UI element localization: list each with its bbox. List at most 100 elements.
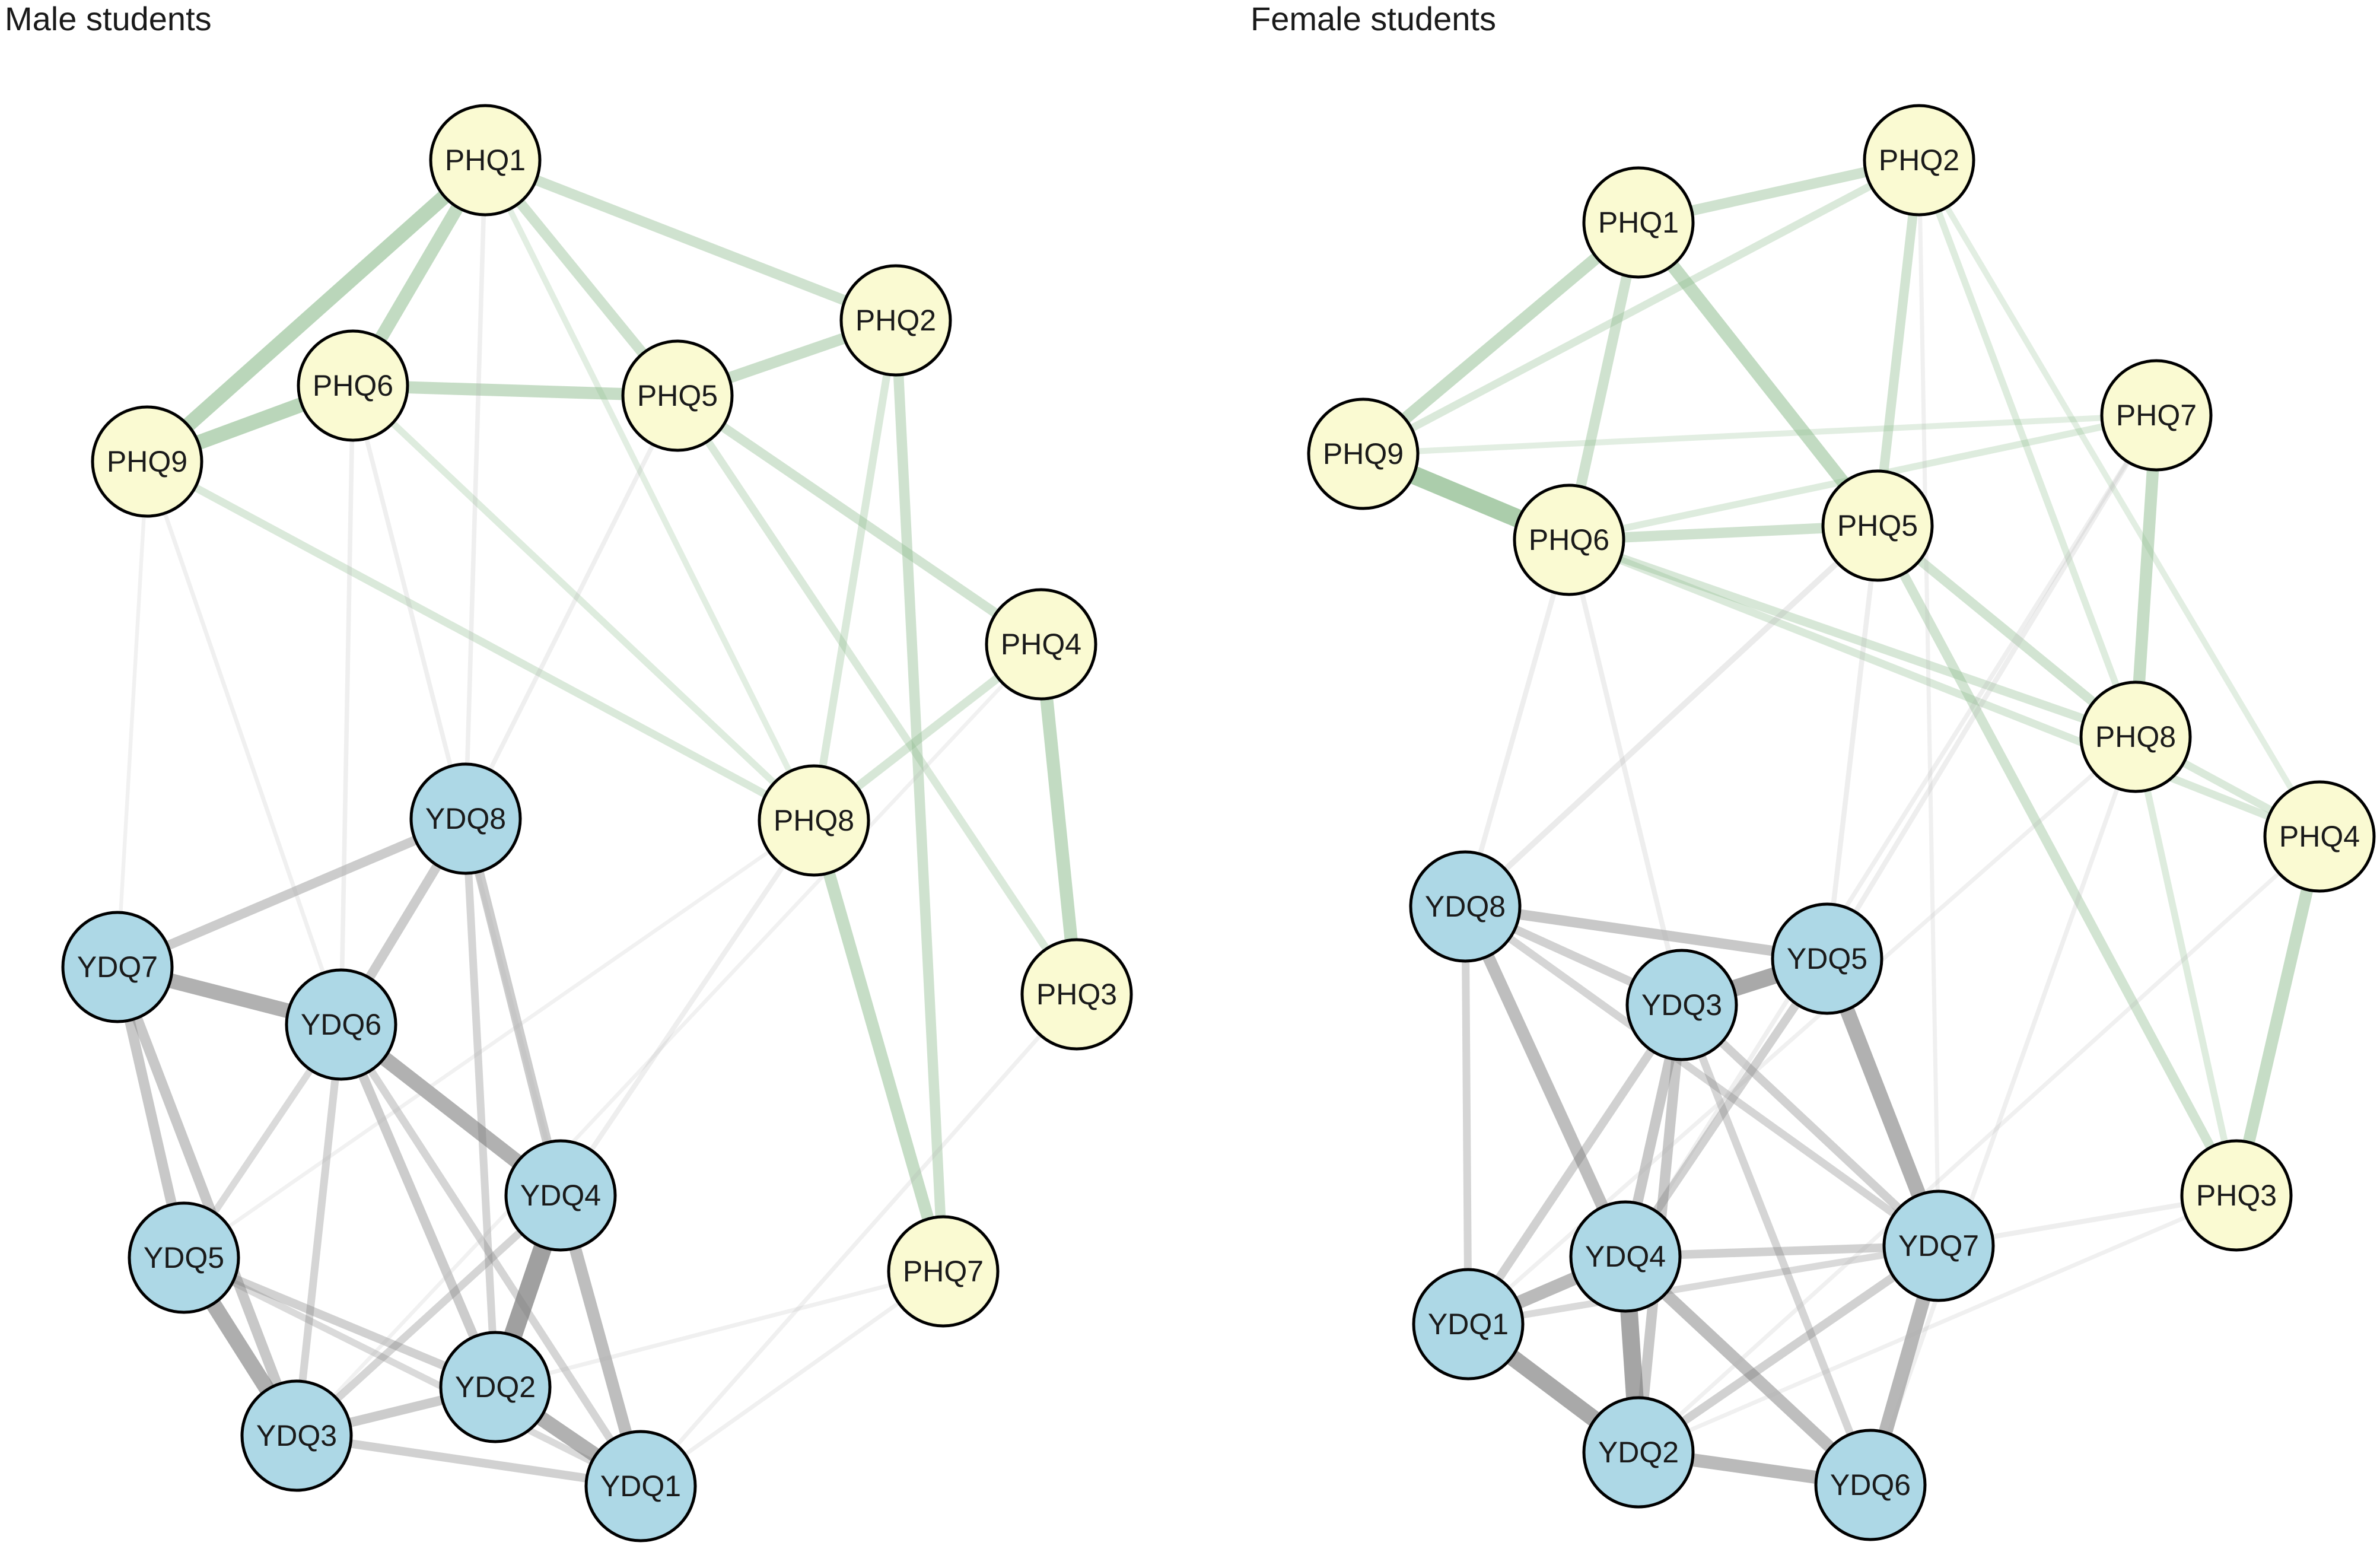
edge-male-ydq3-phq4	[295, 642, 1043, 1437]
edge-male-ydq5-ydq2	[182, 1254, 497, 1391]
edge-female-ydq8-ydq7	[1463, 903, 1941, 1249]
edge-female-phq5-phq3	[1873, 523, 2241, 1198]
node-label: YDQ5	[144, 1241, 224, 1274]
edge-female-ydq8-phq5	[1463, 523, 1880, 909]
node-label: PHQ3	[1036, 978, 1117, 1011]
edge-male-phq5-phq3	[674, 393, 1080, 997]
node-male-phq3: PHQ3	[1020, 938, 1133, 1051]
edge-female-phq7-phq9	[1363, 412, 2157, 457]
node-label: PHQ4	[2279, 820, 2360, 853]
node-male-phq1: PHQ1	[429, 104, 542, 217]
node-label: YDQ7	[77, 950, 158, 984]
node-female-ydq7: YDQ7	[1882, 1189, 1995, 1302]
edge-male-ydq4-ydq3	[294, 1192, 564, 1439]
node-circle	[240, 1379, 353, 1492]
edge-female-phq1-phq5	[1633, 218, 1883, 530]
edge-female-ydq2-phq4	[1637, 835, 2321, 1454]
node-circle	[1582, 166, 1695, 279]
node-circle	[1409, 850, 1522, 963]
node-label: YDQ3	[1641, 988, 1722, 1022]
node-male-phq7: PHQ7	[887, 1215, 1000, 1328]
node-female-ydq5: YDQ5	[1771, 902, 1883, 1015]
edge-male-ydq4-phq8	[558, 819, 816, 1197]
node-circle	[285, 968, 397, 1081]
node-label: YDQ2	[455, 1370, 536, 1404]
node-label: PHQ1	[445, 144, 526, 177]
edge-male-ydq6-phq6	[339, 385, 355, 1025]
node-male-phq6: PHQ6	[297, 329, 409, 442]
node-label: YDQ4	[1585, 1240, 1666, 1273]
node-circle	[1863, 104, 1975, 217]
node-circle	[504, 1139, 617, 1252]
panel-title-female: Female students	[1251, 0, 1496, 37]
node-label: YDQ7	[1898, 1229, 1979, 1262]
node-label: PHQ7	[2116, 399, 2197, 432]
node-male-ydq7: YDQ7	[61, 911, 174, 1023]
edge-female-phq2-phq4	[1916, 158, 2322, 838]
node-circle	[584, 1430, 697, 1542]
node-female-ydq4: YDQ4	[1569, 1200, 1682, 1313]
nodes-female: PHQ1PHQ2PHQ3PHQ4PHQ5PHQ6PHQ7PHQ8PHQ9YDQ1…	[1307, 104, 2376, 1541]
node-label: PHQ4	[1001, 628, 1081, 661]
node-circle	[758, 764, 870, 877]
edge-female-phq6-phq4	[1567, 536, 2321, 841]
node-female-ydq3: YDQ3	[1625, 949, 1738, 1061]
node-label: PHQ8	[774, 804, 854, 837]
edge-female-ydq2-ydq7	[1636, 1242, 1942, 1456]
edge-male-phq1-phq2	[483, 155, 898, 326]
node-circle	[61, 911, 174, 1023]
edge-male-ydq8-phq1	[463, 160, 488, 819]
node-circle	[2079, 680, 2192, 793]
node-male-ydq4: YDQ4	[504, 1139, 617, 1252]
node-circle	[1821, 469, 1934, 582]
node-male-ydq8: YDQ8	[409, 762, 522, 875]
node-label: PHQ2	[855, 304, 936, 337]
edge-male-ydq6-ydq2	[336, 1022, 500, 1389]
node-label: PHQ5	[1837, 509, 1918, 542]
node-label: PHQ1	[1598, 206, 1679, 239]
edge-male-ydq8-ydq2	[462, 818, 499, 1388]
edge-female-ydq8-phq6	[1462, 539, 1572, 908]
node-female-phq5: PHQ5	[1821, 469, 1934, 582]
edge-female-phq9-phq1	[1359, 218, 1643, 459]
node-circle	[91, 405, 203, 518]
node-circle	[1307, 397, 1420, 510]
edge-female-ydq2-phq3	[1637, 1193, 2238, 1455]
node-male-phq4: PHQ4	[985, 588, 1097, 701]
edge-female-ydq3-ydq1	[1464, 1002, 1686, 1327]
node-female-ydq6: YDQ6	[1814, 1429, 1927, 1541]
edge-female-phq8-phq3	[2132, 736, 2240, 1197]
node-label: YDQ2	[1598, 1436, 1679, 1469]
edge-male-ydq5-ydq1	[182, 1254, 642, 1490]
edge-male-phq9-phq8	[145, 458, 816, 824]
node-female-ydq2: YDQ2	[1582, 1396, 1695, 1509]
edge-male-phq6-phq8	[351, 383, 816, 823]
edge-female-phq2-phq5	[1873, 160, 1924, 526]
node-male-phq2: PHQ2	[839, 264, 952, 377]
node-male-ydq3: YDQ3	[240, 1379, 353, 1492]
edge-female-ydq8-ydq1	[1461, 906, 1472, 1325]
edge-male-phq8-phq7	[808, 819, 949, 1273]
edge-female-ydq3-phq6	[1566, 539, 1685, 1006]
node-label: YDQ6	[301, 1008, 381, 1041]
node-label: PHQ7	[903, 1255, 984, 1288]
node-label: YDQ1	[1428, 1308, 1509, 1341]
edge-female-phq6-phq8	[1567, 536, 2137, 741]
node-female-ydq1: YDQ1	[1412, 1268, 1525, 1381]
edge-female-ydq5-phq5	[1824, 525, 1881, 959]
node-circle	[1513, 484, 1625, 596]
edge-male-phq5-phq4	[674, 392, 1044, 648]
edge-female-ydq1-phq8	[1466, 735, 2137, 1326]
node-circle	[887, 1215, 1000, 1328]
node-male-phq5: PHQ5	[621, 339, 734, 452]
node-circle	[429, 104, 542, 217]
node-label: YDQ1	[600, 1470, 681, 1503]
network-panel-female: PHQ1PHQ2PHQ3PHQ4PHQ5PHQ6PHQ7PHQ8PHQ9YDQ1…	[1307, 104, 2376, 1541]
node-male-ydq6: YDQ6	[285, 968, 397, 1081]
edge-male-ydq7-ydq8	[115, 814, 468, 972]
edge-female-ydq8-ydq4	[1459, 904, 1631, 1259]
node-circle	[1569, 1200, 1682, 1313]
node-circle	[621, 339, 734, 452]
edge-male-ydq8-ydq4	[461, 818, 565, 1197]
